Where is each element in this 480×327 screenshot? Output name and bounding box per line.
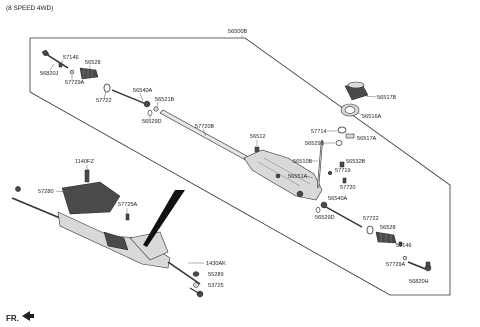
boot-56528-right (375, 231, 397, 244)
part-56512 (254, 146, 260, 153)
part-57719 (327, 170, 333, 176)
part-53725 (193, 282, 199, 288)
washer-56529B (335, 140, 343, 146)
outer-tie-rod-left (41, 49, 69, 69)
front-arrow-icon (22, 311, 34, 321)
rack-57720B (159, 109, 255, 164)
variant-header: (8 SPEED 4WD) (6, 5, 53, 12)
assembly-frame (29, 37, 451, 296)
label-56540A-bottom: 56540A (328, 196, 348, 202)
front-direction-label: FR. (6, 314, 19, 323)
label-57719: 57719 (335, 168, 351, 174)
part-55289 (192, 271, 200, 277)
label-53725: 53725 (208, 283, 224, 289)
part-56517A (345, 133, 355, 139)
washer-56529D-top (147, 110, 153, 116)
part-57725A (125, 213, 130, 221)
label-57725A: 57725A (118, 202, 138, 208)
label-56820J: 56820J (40, 71, 59, 77)
label-56512: 56512 (250, 134, 266, 140)
label-56529D-top: 56529D (142, 119, 162, 125)
cover-56517B (344, 81, 369, 101)
label-57729A-top: 57729A (65, 80, 85, 86)
label-1430AK: 1430AK (206, 261, 226, 267)
label-57280: 57280 (38, 189, 54, 195)
label-56551A: 56551A (288, 174, 308, 180)
gear-housing-56510B (243, 149, 323, 201)
nut-57146-right (398, 241, 403, 247)
label-56510B: 56510B (293, 159, 313, 165)
inner-tie-rod-56540A-top (111, 89, 151, 108)
clamp-57722-right (366, 225, 374, 235)
label-57720B: 57720B (195, 124, 215, 130)
label-1140FZ: 1140FZ (75, 159, 94, 165)
clip-57729A-left (69, 69, 75, 75)
label-56528-bottom: 56528 (380, 225, 396, 231)
label-56528-top: 56528 (85, 60, 101, 66)
washer-56529D-bottom (315, 207, 321, 213)
label-56529B: 56529B (305, 141, 325, 147)
boot-56528-left (79, 67, 99, 80)
label-57729A-bottom: 57729A (386, 262, 406, 268)
label-57722-bottom: 57722 (363, 216, 379, 222)
label-56517B: 56517B (377, 95, 397, 101)
label-56540A-top: 56540A (133, 88, 153, 94)
part-56532B (339, 161, 345, 168)
label-57146-top: 57146 (63, 55, 79, 61)
part-56521B (153, 106, 159, 112)
ring-57714 (337, 126, 347, 134)
label-56532B: 56532B (346, 159, 366, 165)
clip-57729A-right (402, 255, 408, 261)
label-56521B: 56521B (155, 97, 175, 103)
ecu-bracket-57280 (61, 181, 121, 215)
bolt-1140FZ (84, 169, 90, 183)
seal-56516A (340, 103, 360, 117)
pinion-shaft (317, 139, 323, 189)
assembly-number: 56500B (228, 29, 248, 35)
label-57720: 57720 (340, 185, 356, 191)
inner-tie-rod-56540A-bottom (320, 201, 363, 228)
label-56516A: 56516A (362, 114, 382, 120)
part-57720 (342, 177, 347, 184)
label-57146-bottom: 57146 (396, 243, 412, 249)
steering-gear-assembly (11, 186, 204, 298)
outer-tie-rod-right (407, 261, 432, 272)
label-55289: 55289 (208, 272, 224, 278)
callout-wedge (143, 190, 185, 247)
nut-57146-left (58, 62, 63, 68)
label-56529D-bottom: 56529D (315, 215, 335, 221)
label-56820H: 56820H (409, 279, 429, 285)
label-56517A: 56517A (357, 136, 377, 142)
label-57722-top: 57722 (96, 98, 112, 104)
clamp-57722-left (103, 83, 111, 93)
label-57714: 57714 (311, 129, 327, 135)
